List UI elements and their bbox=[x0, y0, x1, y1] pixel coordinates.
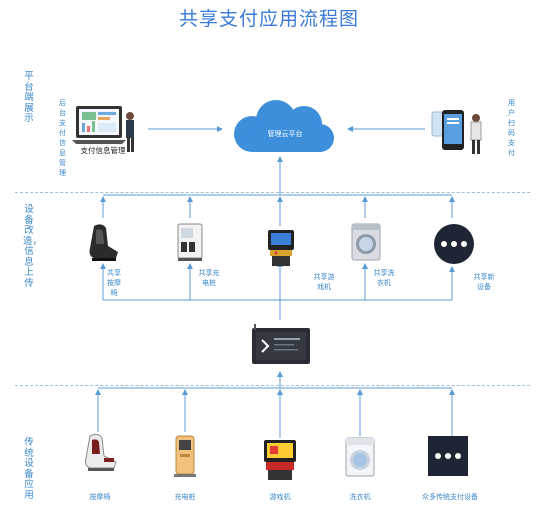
shared-device-label: 共享洗衣机 bbox=[373, 269, 395, 287]
screen-caption: 支付信息管理 bbox=[80, 146, 126, 155]
traditional-device-label: 洗衣机 bbox=[349, 493, 371, 501]
section-divider bbox=[15, 192, 530, 193]
cloud-label: 管理云平台 bbox=[267, 130, 303, 138]
traditional-device-label: 游戏机 bbox=[269, 493, 291, 501]
traditional-washing-machine-icon bbox=[344, 436, 376, 478]
user-pay-label: 用户扫码支付 bbox=[508, 99, 515, 157]
section-label-traditional: 传统设备应用 bbox=[24, 437, 34, 501]
shared-more-dots-icon bbox=[434, 224, 474, 264]
cloud-platform-icon bbox=[222, 98, 348, 160]
backend-laptop-icon bbox=[72, 104, 138, 156]
section-divider bbox=[15, 385, 530, 386]
traditional-charging-pile-icon bbox=[170, 434, 200, 478]
traditional-arcade-machine-icon bbox=[262, 438, 298, 482]
diagram-title: 共享支付应用流程图 bbox=[178, 8, 359, 30]
backend-label: 后台支付信息管理 bbox=[59, 99, 66, 177]
shared-arcade-machine-icon bbox=[266, 228, 296, 268]
shared-device-label: 共享游戏机 bbox=[313, 273, 335, 291]
shared-device-label: 共享新设备 bbox=[473, 273, 495, 291]
section-label-platform: 平台端展示 bbox=[24, 71, 34, 124]
traditional-device-label: 众多传统支付设备 bbox=[422, 493, 478, 501]
shared-device-label: 共享充电桩 bbox=[198, 269, 220, 287]
user-phone-icon bbox=[428, 108, 498, 158]
traditional-more-dots-icon bbox=[428, 436, 468, 476]
gateway-module-icon bbox=[252, 322, 310, 368]
traditional-device-label: 按摩椅 bbox=[89, 493, 111, 501]
shared-massage-chair-icon bbox=[84, 222, 122, 262]
section-label-device: 设备改造，信息上传 bbox=[23, 204, 43, 289]
shared-device-label: 共享按摩椅 bbox=[107, 269, 121, 297]
traditional-device-label: 充电桩 bbox=[174, 493, 196, 501]
shared-charging-pile-icon bbox=[176, 222, 206, 262]
traditional-massage-chair-icon bbox=[80, 432, 120, 472]
shared-washing-machine-icon bbox=[350, 222, 382, 262]
